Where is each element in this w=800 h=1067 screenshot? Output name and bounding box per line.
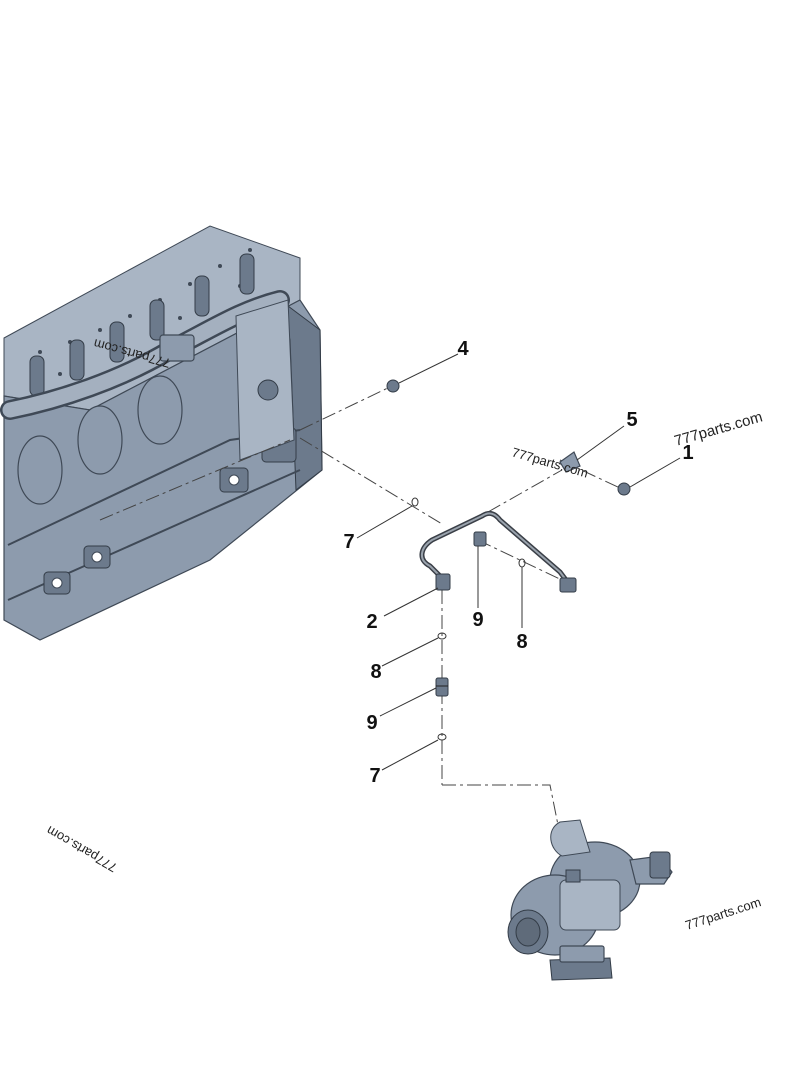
watermark-left: 777parts.com: [44, 823, 120, 875]
part-8-oring-right: [518, 558, 526, 568]
part-7-oring-lower: [437, 733, 447, 741]
callout-1: 1: [682, 442, 693, 464]
part-7-oring-upper: [411, 497, 419, 507]
part-5-clamp: [559, 451, 581, 473]
leader-lines: [356, 353, 681, 771]
engine-block: [0, 225, 323, 641]
part-1-bolt: [617, 482, 631, 496]
callout-9-upper: 9: [472, 609, 483, 631]
callout-4: 4: [457, 338, 469, 360]
callout-2: 2: [366, 611, 377, 633]
turbocharger: [507, 819, 673, 981]
callout-9-lower: 9: [366, 712, 377, 734]
watermark-center: 777parts.com: [510, 444, 590, 480]
assembly-center-lines: [99, 385, 621, 861]
callout-8-lower: 8: [370, 661, 381, 683]
part-4-plug: [386, 379, 400, 393]
watermark-turbo: 777parts.com: [683, 894, 763, 933]
callout-5: 5: [626, 409, 637, 431]
callout-8-right: 8: [516, 631, 527, 653]
part-9-connector-lower: [435, 677, 449, 697]
oil-supply-tube: [419, 510, 577, 593]
part-9-connector-upper: [473, 531, 487, 547]
callouts: 4 5 1 7 2 9 8 8 9 7: [343, 338, 693, 787]
callout-7-lower: 7: [369, 765, 380, 787]
part-8-oring-lower: [437, 632, 447, 640]
callout-7-upper: 7: [343, 531, 354, 553]
watermark-top-right: 777parts.com: [672, 408, 764, 449]
